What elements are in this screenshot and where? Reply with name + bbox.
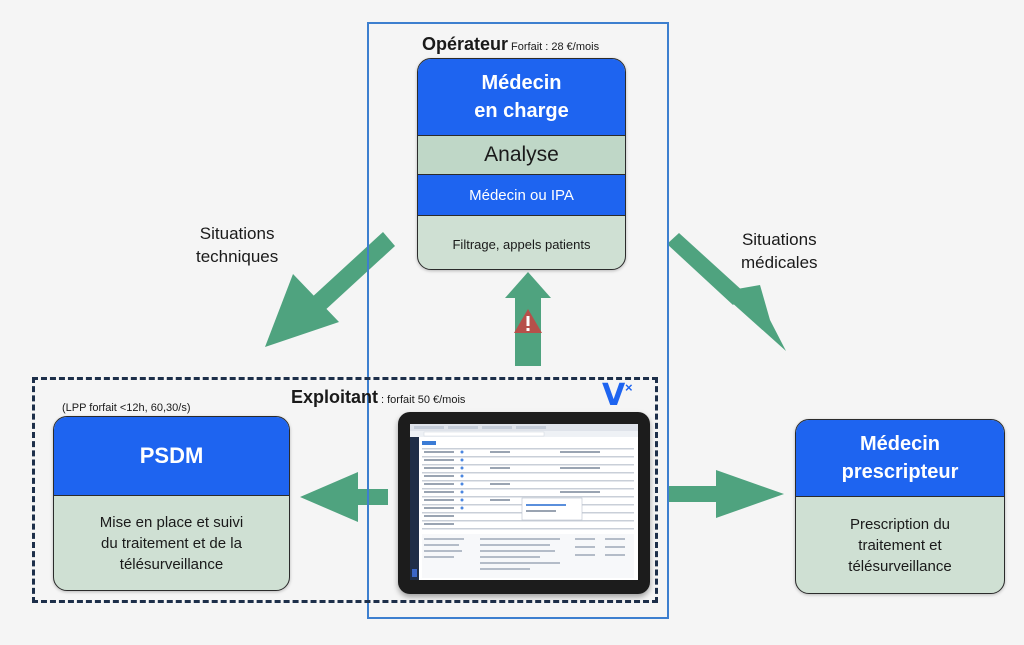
medecin-prescripteur-header: Médecin prescripteur: [796, 420, 1004, 497]
exploitant-title: Exploitant: forfait 50 €/mois: [291, 387, 465, 408]
exploitant-title-text: Exploitant: [291, 387, 379, 407]
situations-techniques-line1: Situations: [199, 224, 275, 243]
situations-techniques-label: Situations techniques: [196, 222, 278, 268]
situations-medicales-line2: médicales: [741, 253, 818, 272]
medecin-prescripteur-card: Médecin prescripteur Prescription du tra…: [795, 419, 1005, 594]
exploitant-price: : forfait 50 €/mois: [381, 394, 466, 406]
medecin-prescripteur-description: Prescription du traitement et télésurvei…: [796, 497, 1004, 593]
arrow-to-prescripteur: [668, 470, 784, 518]
prescripteur-desc-line2: traitement et: [858, 536, 942, 554]
arrow-to-psdm: [300, 472, 388, 522]
analyse-row: Analyse: [418, 136, 625, 175]
situations-techniques-line2: techniques: [196, 247, 279, 266]
psdm-description: Mise en place et suivi du traitement et …: [54, 496, 289, 590]
medecin-en-charge-card: Médecin en charge Analyse Médecin ou IPA…: [417, 58, 626, 270]
psdm-card: PSDM Mise en place et suivi du traitemen…: [53, 416, 290, 591]
lpp-note: (LPP forfait <12h, 60,30/s): [62, 402, 191, 414]
medecin-ipa-row: Médecin ou IPA: [418, 175, 625, 216]
medecin-prescripteur-line1: Médecin: [859, 433, 941, 455]
arrow-situations-medicales: [667, 233, 786, 351]
psdm-desc-line3: télésurveillance: [119, 556, 224, 573]
arrow-situations-techniques: [265, 232, 395, 347]
tablet-screen-illustration: [410, 424, 638, 580]
exploitant-frame: [32, 377, 658, 603]
warning-triangle-icon: [514, 309, 542, 333]
medecin-en-charge-header: Médecin en charge: [418, 59, 625, 136]
psdm-desc-line1: Mise en place et suivi: [99, 514, 244, 531]
filtrage-row: Filtrage, appels patients: [452, 236, 591, 252]
operateur-price: Forfait : 28 €/mois: [511, 41, 600, 53]
medecin-prescripteur-line2: prescripteur: [841, 461, 959, 483]
brand-logo-mark-icon: ×: [625, 380, 633, 395]
situations-medicales-line1: Situations: [741, 230, 817, 249]
psdm-desc-line2: du traitement et de la: [101, 535, 242, 552]
tablet-device-icon: [398, 412, 650, 594]
operateur-title-text: Opérateur: [422, 34, 509, 54]
prescripteur-desc-line1: Prescription du: [849, 515, 951, 533]
brand-logo: V: [602, 378, 626, 413]
medecin-en-charge-line2: en charge: [474, 100, 569, 122]
psdm-header: PSDM: [54, 417, 289, 496]
prescripteur-desc-line3: télésurveillance: [848, 557, 952, 575]
medecin-en-charge-line1: Médecin: [481, 72, 562, 94]
situations-medicales-label: Situations médicales: [741, 228, 818, 274]
tablet-screen: [410, 424, 638, 580]
operateur-frame: [367, 22, 669, 619]
